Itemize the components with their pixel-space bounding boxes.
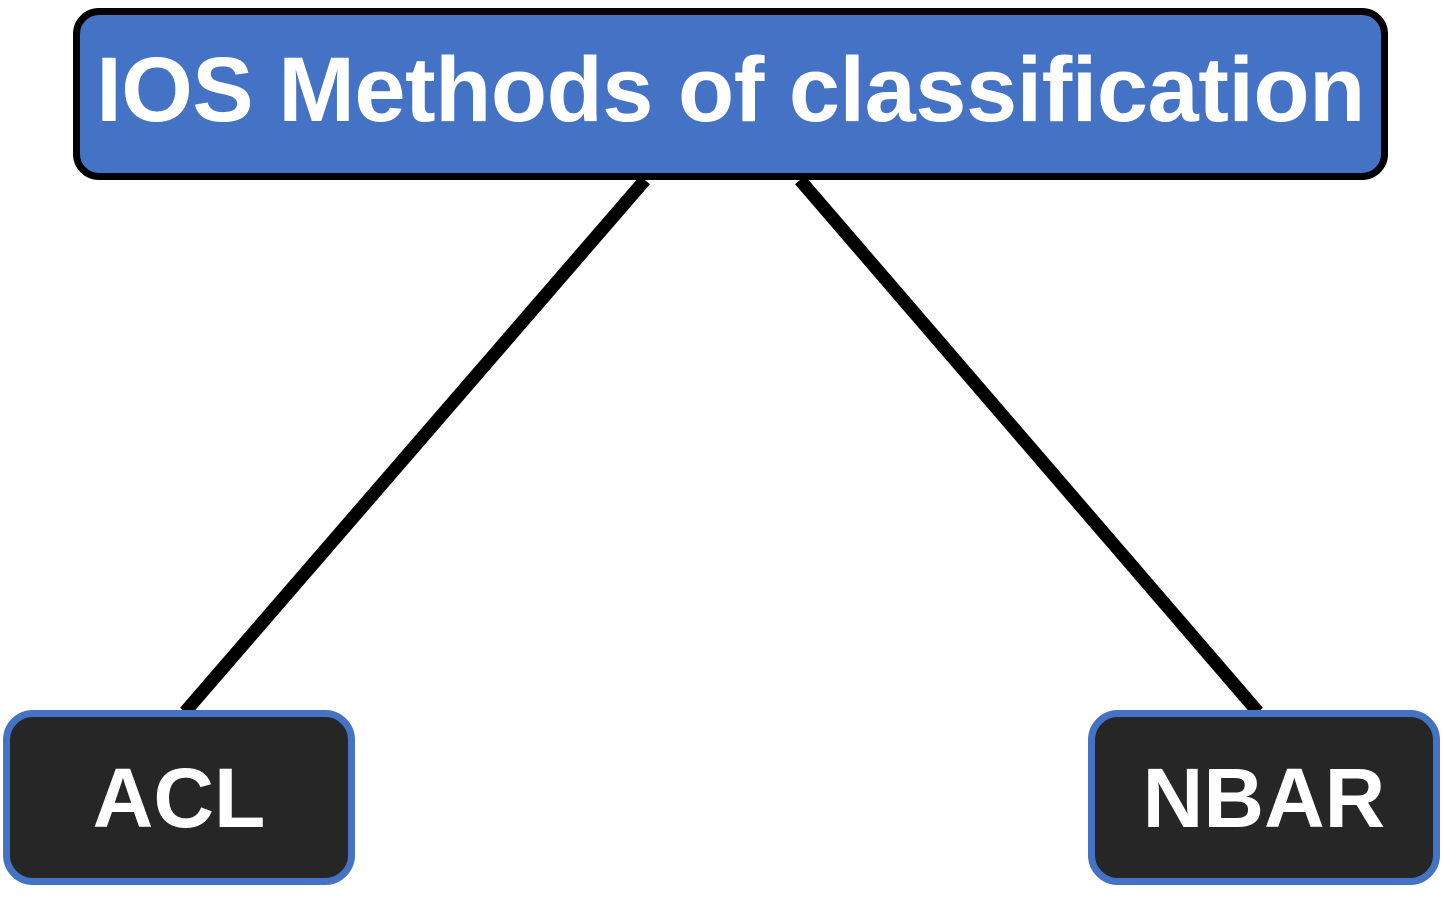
node-acl-label: ACL bbox=[92, 750, 266, 845]
node-acl[interactable]: ACL bbox=[3, 710, 355, 885]
node-root[interactable]: IOS Methods of classification bbox=[73, 8, 1388, 180]
node-nbar-label: NBAR bbox=[1142, 750, 1386, 845]
connector-root-to-nbar bbox=[795, 175, 1263, 717]
connector-root-to-acl bbox=[180, 175, 650, 717]
node-root-label: IOS Methods of classification bbox=[96, 39, 1365, 141]
node-nbar[interactable]: NBAR bbox=[1088, 710, 1440, 885]
